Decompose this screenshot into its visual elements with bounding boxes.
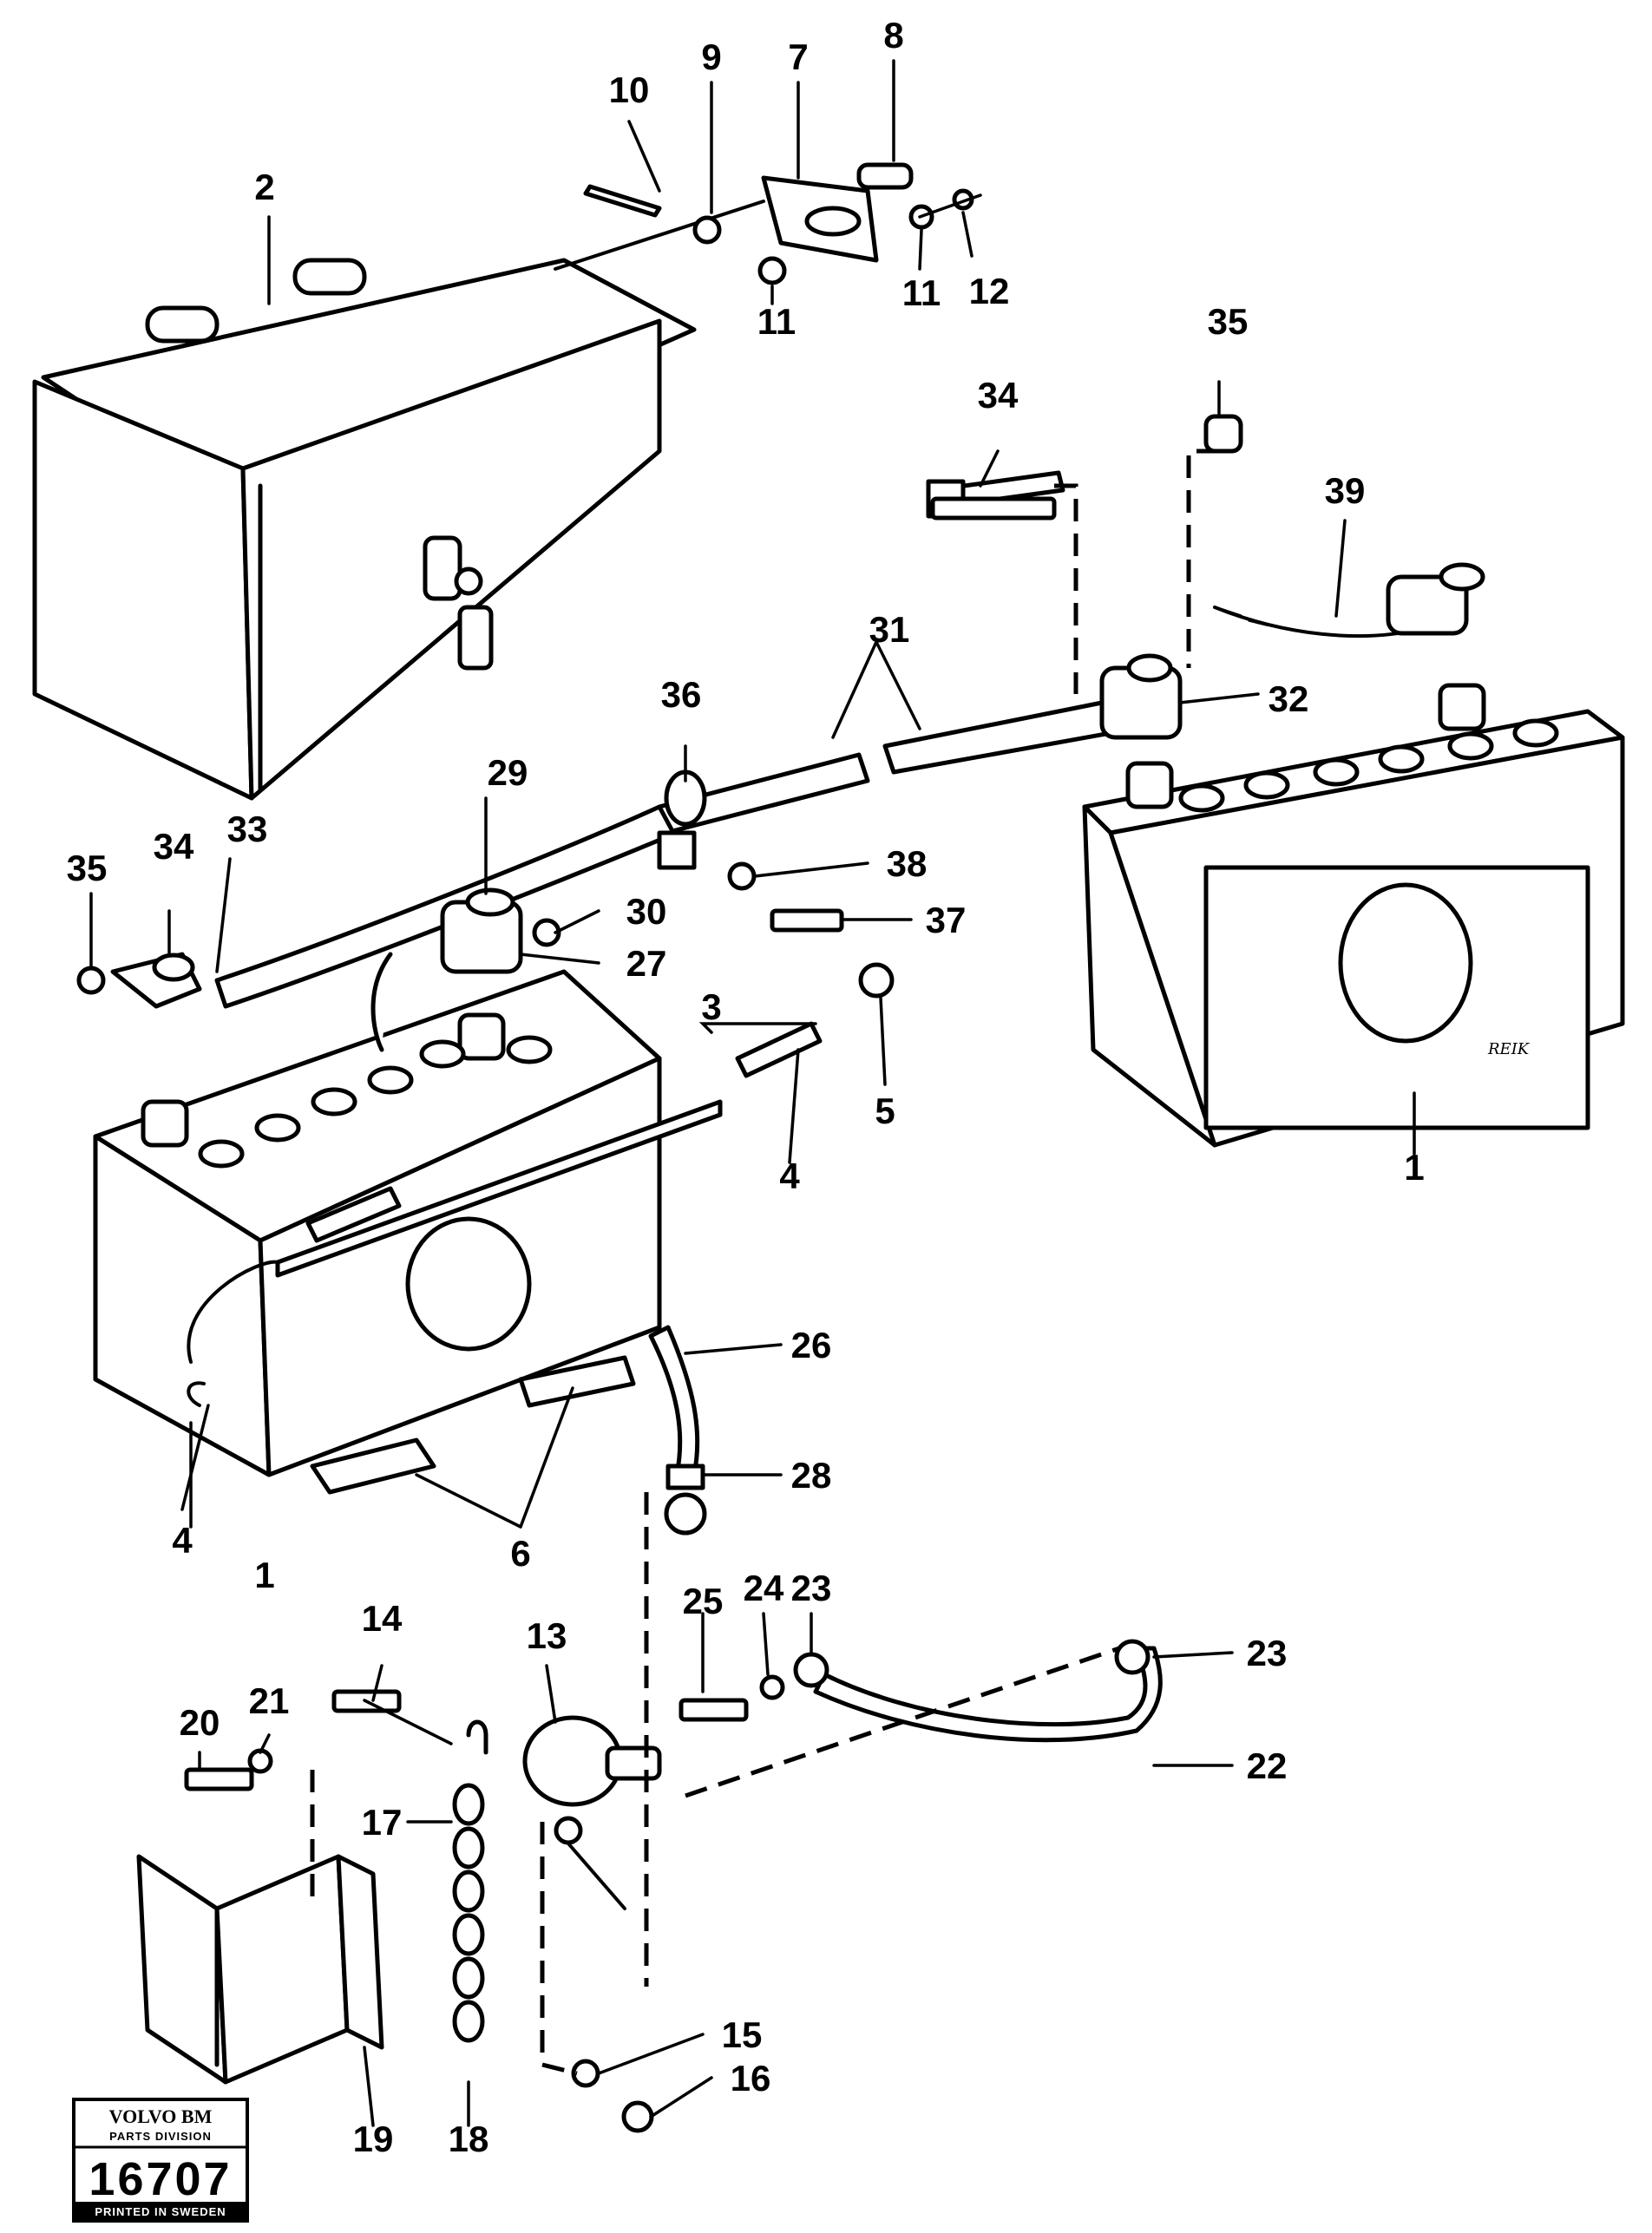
callout-3: 3 <box>701 986 721 1027</box>
callout-1: 1 <box>254 1555 274 1595</box>
callout-4: 4 <box>779 1156 800 1196</box>
right-battery: REIK <box>1082 683 1625 1148</box>
battery-box <box>32 258 697 801</box>
leader-lines <box>89 59 1416 2127</box>
callout-35: 35 <box>67 848 108 888</box>
callout-28: 28 <box>791 1455 832 1496</box>
stamp-footer: PRINTED IN SWEDEN <box>95 2205 226 2218</box>
callout-18: 18 <box>449 2118 489 2159</box>
callout-26: 26 <box>791 1325 832 1365</box>
fasteners <box>184 496 1057 2133</box>
callout-9: 9 <box>701 36 721 77</box>
callout-7: 7 <box>788 36 808 77</box>
callout-23: 23 <box>1247 1633 1288 1673</box>
callout-29: 29 <box>488 752 528 793</box>
left-battery <box>93 969 723 1495</box>
callout-31: 31 <box>869 609 910 650</box>
callout-32: 32 <box>1268 678 1309 719</box>
callout-19: 19 <box>353 2118 394 2159</box>
callout-16: 16 <box>731 2058 771 2099</box>
callout-4: 4 <box>172 1520 193 1561</box>
callout-13: 13 <box>527 1615 567 1656</box>
callout-1: 1 <box>1404 1147 1424 1188</box>
artist-signature: REIK <box>1487 1040 1531 1058</box>
callout-35: 35 <box>1208 301 1249 342</box>
callout-23: 23 <box>791 1568 832 1608</box>
callout-5: 5 <box>875 1090 895 1131</box>
callout-numbers: 1 1 2 3 4 4 5 6 7 8 9 10 11 11 12 13 14 … <box>67 15 1425 2159</box>
callout-33: 33 <box>227 809 268 849</box>
callout-12: 12 <box>969 271 1010 311</box>
cables-and-terminals <box>76 414 1485 1743</box>
callout-37: 37 <box>926 900 967 940</box>
callout-2: 2 <box>254 167 274 207</box>
callout-36: 36 <box>661 674 702 715</box>
callout-21: 21 <box>249 1680 290 1721</box>
stamp-brand: VOLVO BM <box>109 2105 213 2127</box>
callout-6: 6 <box>510 1533 530 1574</box>
stamp-division: PARTS DIVISION <box>109 2130 212 2143</box>
callout-8: 8 <box>883 15 903 56</box>
callout-27: 27 <box>626 943 667 984</box>
callout-17: 17 <box>362 1802 403 1843</box>
callout-24: 24 <box>744 1568 784 1608</box>
battery-main-switch <box>363 1699 662 2043</box>
callout-39: 39 <box>1325 470 1366 511</box>
callout-38: 38 <box>887 843 928 884</box>
callout-34: 34 <box>154 826 194 867</box>
callout-25: 25 <box>683 1581 724 1621</box>
callout-34: 34 <box>978 375 1019 416</box>
volvo-bm-stamp: VOLVO BM PARTS DIVISION 16707 PRINTED IN… <box>72 2098 249 2223</box>
callout-30: 30 <box>626 891 667 932</box>
callout-11: 11 <box>757 301 796 342</box>
callout-15: 15 <box>722 2014 763 2055</box>
assembly-lines <box>310 449 1219 2076</box>
callout-14: 14 <box>362 1598 403 1639</box>
callout-10: 10 <box>609 69 650 110</box>
callout-22: 22 <box>1247 1745 1288 1786</box>
hinge-assembly <box>554 162 982 285</box>
callout-11: 11 <box>902 272 941 313</box>
switch-bracket <box>136 1854 384 2085</box>
stamp-number: 16707 <box>88 2153 232 2205</box>
callout-20: 20 <box>180 1702 220 1743</box>
